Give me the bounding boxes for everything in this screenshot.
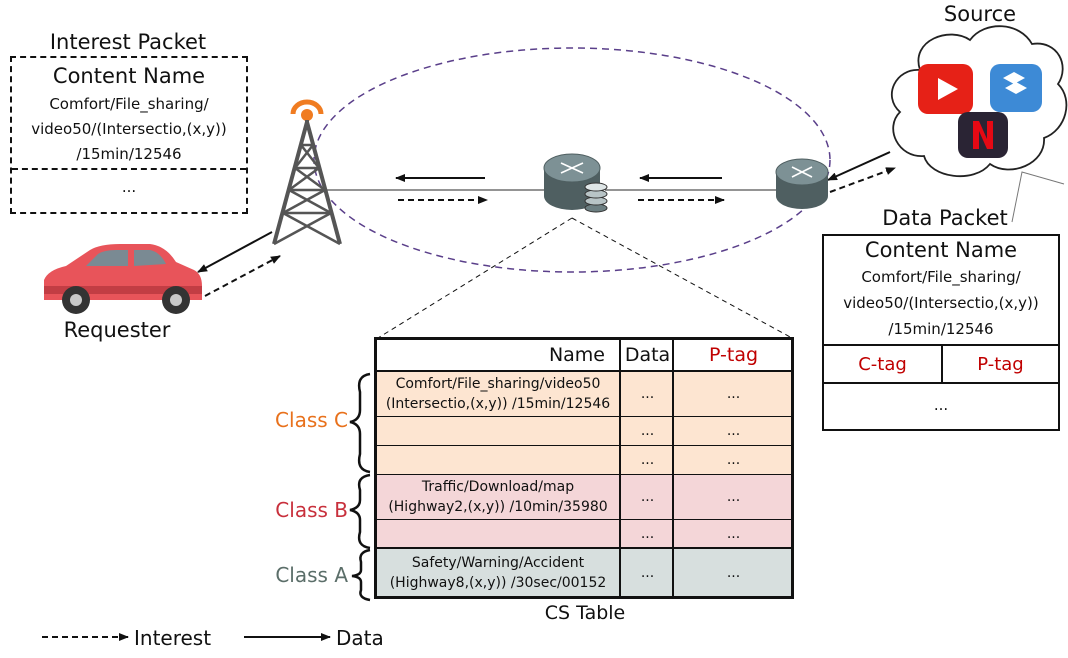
row-ptag: ...: [672, 372, 793, 416]
row-data: ...: [619, 446, 674, 474]
cell-tower-icon: [272, 99, 342, 246]
row-name: [377, 520, 619, 547]
table-row: ... ...: [377, 520, 791, 549]
interest-name-line: /15min/12546: [76, 145, 182, 163]
table-row: Comfort/File_sharing/video50 (Intersecti…: [377, 372, 791, 417]
interest-ellipsis: ...: [121, 178, 137, 196]
data-content-name-header: Content Name: [864, 238, 1018, 262]
interest-content-name-header: Content Name: [52, 64, 206, 88]
table-row: Safety/Warning/Accident (Highway8,(x,y))…: [377, 549, 791, 596]
row-ptag: ...: [672, 475, 793, 519]
row-name-line: (Highway8,(x,y)) /30sec/00152: [389, 574, 607, 591]
zoom-line-right: [571, 217, 793, 339]
data-content-name: Comfort/File_sharing/ video50/(Intersect…: [824, 264, 1058, 342]
row-name-line: Traffic/Download/map: [421, 479, 575, 495]
row-data: ...: [619, 549, 674, 596]
interest-arrow-source: [829, 167, 896, 193]
row-data: ...: [619, 372, 674, 416]
data-arrow-car: [197, 231, 273, 273]
interest-divider: [12, 168, 246, 170]
row-data: ...: [619, 520, 674, 547]
interest-arrow-car: [204, 255, 281, 297]
header-data: Data: [619, 340, 674, 370]
row-name-line: Safety/Warning/Accident: [411, 554, 585, 571]
interest-name-line: video50/(Intersectio,(x,y)): [31, 120, 227, 138]
row-name-line: (Highway2,(x,y)) /10min/35980: [388, 499, 608, 515]
row-ptag: ...: [672, 520, 793, 547]
youtube-icon: [918, 64, 973, 114]
table-row: ... ...: [377, 417, 791, 446]
row-name: Comfort/File_sharing/video50 (Intersecti…: [377, 372, 619, 416]
interest-packet-box: Content Name Comfort/File_sharing/ video…: [10, 56, 248, 214]
dropbox-icon: [990, 64, 1042, 112]
cs-table-caption: CS Table: [544, 602, 626, 624]
router-storage-icon: [543, 153, 608, 213]
row-name-line: Comfort/File_sharing/video50: [395, 376, 601, 392]
interest-content-name: Comfort/File_sharing/ video50/(Intersect…: [12, 92, 246, 167]
row-name: Traffic/Download/map (Highway2,(x,y)) /1…: [377, 475, 619, 519]
data-packet-title: Data Packet: [882, 206, 1008, 230]
p-tag-cell: P-tag: [977, 354, 1024, 375]
data-ellipsis: ...: [933, 396, 949, 414]
row-name: [377, 446, 619, 474]
brace-class-b: [349, 473, 371, 550]
storage-stack: [584, 182, 608, 213]
row-name: [377, 417, 619, 445]
class-a-label: Class A: [275, 563, 348, 587]
table-row: Traffic/Download/map (Highway2,(x,y)) /1…: [377, 475, 791, 520]
class-b-label: Class B: [275, 498, 348, 522]
netflix-icon: [958, 112, 1008, 158]
c-tag-cell: C-tag: [858, 354, 907, 375]
header-ptag: P-tag: [672, 340, 793, 370]
row-name-line: (Intersectio,(x,y)) /15min/12546: [385, 396, 611, 412]
class-c-label: Class C: [275, 408, 348, 432]
data-packet-box: Content Name Comfort/File_sharing/ video…: [822, 234, 1060, 431]
cs-table: Name Data P-tag Comfort/File_sharing/vid…: [374, 337, 794, 599]
brace-class-a: [351, 548, 371, 602]
brace-class-c: [349, 372, 371, 474]
data-tags-row: C-tag P-tag: [824, 344, 1058, 384]
zoom-line-left: [377, 217, 573, 339]
data-arrow-source: [827, 151, 891, 181]
row-data: ...: [619, 417, 674, 445]
class-braces: [349, 372, 371, 602]
tag-divider: [941, 346, 943, 382]
row-data: ...: [619, 475, 674, 519]
interest-packet-title: Interest Packet: [49, 30, 207, 54]
legend-interest-label: Interest: [134, 626, 212, 650]
header-name: Name: [548, 344, 605, 366]
cs-table-header: Name Data P-tag: [377, 340, 791, 372]
table-row: ... ...: [377, 446, 791, 475]
requester-label: Requester: [63, 318, 171, 342]
interest-name-line: Comfort/File_sharing/: [49, 95, 209, 113]
data-name-line: /15min/12546: [888, 320, 994, 338]
legend-data-label: Data: [336, 626, 384, 650]
row-ptag: ...: [672, 446, 793, 474]
source-label: Source: [943, 2, 1017, 26]
row-ptag: ...: [672, 549, 793, 596]
data-name-line: video50/(Intersectio,(x,y)): [843, 294, 1039, 312]
cloud-icon: [890, 25, 1068, 178]
row-name: Safety/Warning/Accident (Highway8,(x,y))…: [377, 549, 619, 596]
car-icon: [44, 244, 202, 314]
router-icon: [775, 158, 829, 209]
cloud-pointer-line: [1011, 171, 1065, 223]
row-ptag: ...: [672, 417, 793, 445]
data-name-line: Comfort/File_sharing/: [861, 268, 1021, 286]
